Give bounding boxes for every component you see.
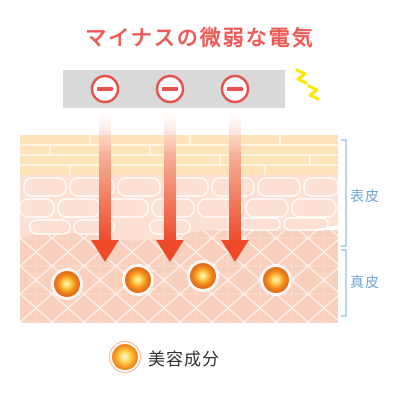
minus-icon	[220, 74, 250, 104]
ingredient-dot-icon	[51, 268, 83, 300]
ingredient-dot-icon	[112, 344, 138, 370]
dermis-bracket	[341, 249, 347, 317]
ingredient-dot-icon	[260, 264, 292, 296]
ingredient-dots	[51, 260, 292, 300]
epidermis-label: 表皮	[350, 189, 380, 205]
legend-label: 美容成分	[148, 349, 220, 370]
down-arrow-icon	[91, 106, 119, 262]
legend: 美容成分	[112, 342, 220, 372]
down-arrow-icon	[156, 106, 184, 262]
current-arrows	[91, 106, 249, 262]
ingredient-dot-icon	[187, 260, 219, 292]
minus-icon	[90, 74, 120, 104]
diagram-title: マイナスの微弱な電気	[85, 26, 315, 50]
ingredient-dot-icon	[122, 264, 154, 296]
stratum-cell-lines	[20, 135, 338, 175]
layer-brackets	[341, 139, 347, 317]
epidermis-bracket	[341, 139, 347, 247]
down-arrow-icon	[221, 106, 249, 262]
dermis-label: 真皮	[350, 275, 380, 291]
zigzag-icon	[295, 68, 320, 101]
minus-icon	[155, 74, 185, 104]
